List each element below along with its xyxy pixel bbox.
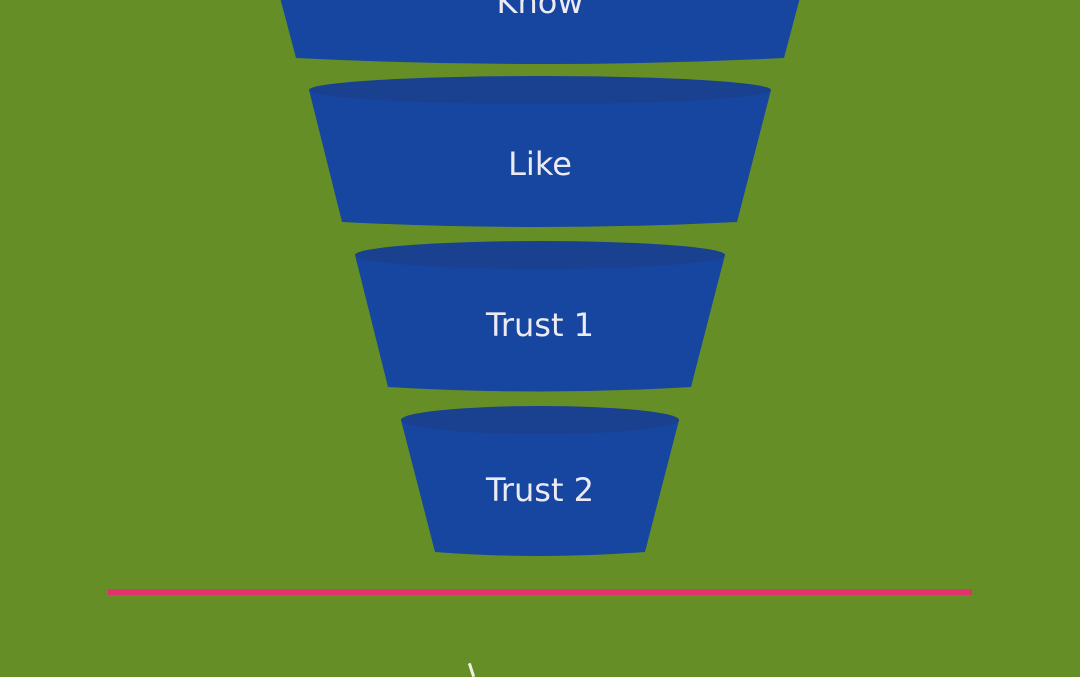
funnel-stage-know — [280, 0, 800, 64]
funnel-stage-label: Trust 1 — [485, 306, 595, 344]
funnel-stage-trust-1 — [355, 241, 725, 392]
funnel-stage-trust-2-body — [401, 420, 679, 556]
funnel-stage-label: Trust 2 — [485, 471, 595, 509]
funnel-stage-trust-1-rim — [355, 241, 725, 269]
divider-line — [108, 589, 972, 595]
funnel-stage-like — [309, 76, 771, 227]
funnel-stage-trust-2-rim — [401, 406, 679, 434]
funnel-stage-like-rim — [309, 76, 771, 104]
funnel-stage-label: Know — [496, 0, 584, 21]
funnel-stage-know-body — [280, 0, 800, 64]
funnel-stage-like-body — [309, 90, 771, 227]
funnel-stage-label: Like — [508, 145, 572, 183]
funnel-stage-trust-2 — [401, 406, 679, 556]
funnel-stage-trust-1-body — [355, 255, 725, 392]
